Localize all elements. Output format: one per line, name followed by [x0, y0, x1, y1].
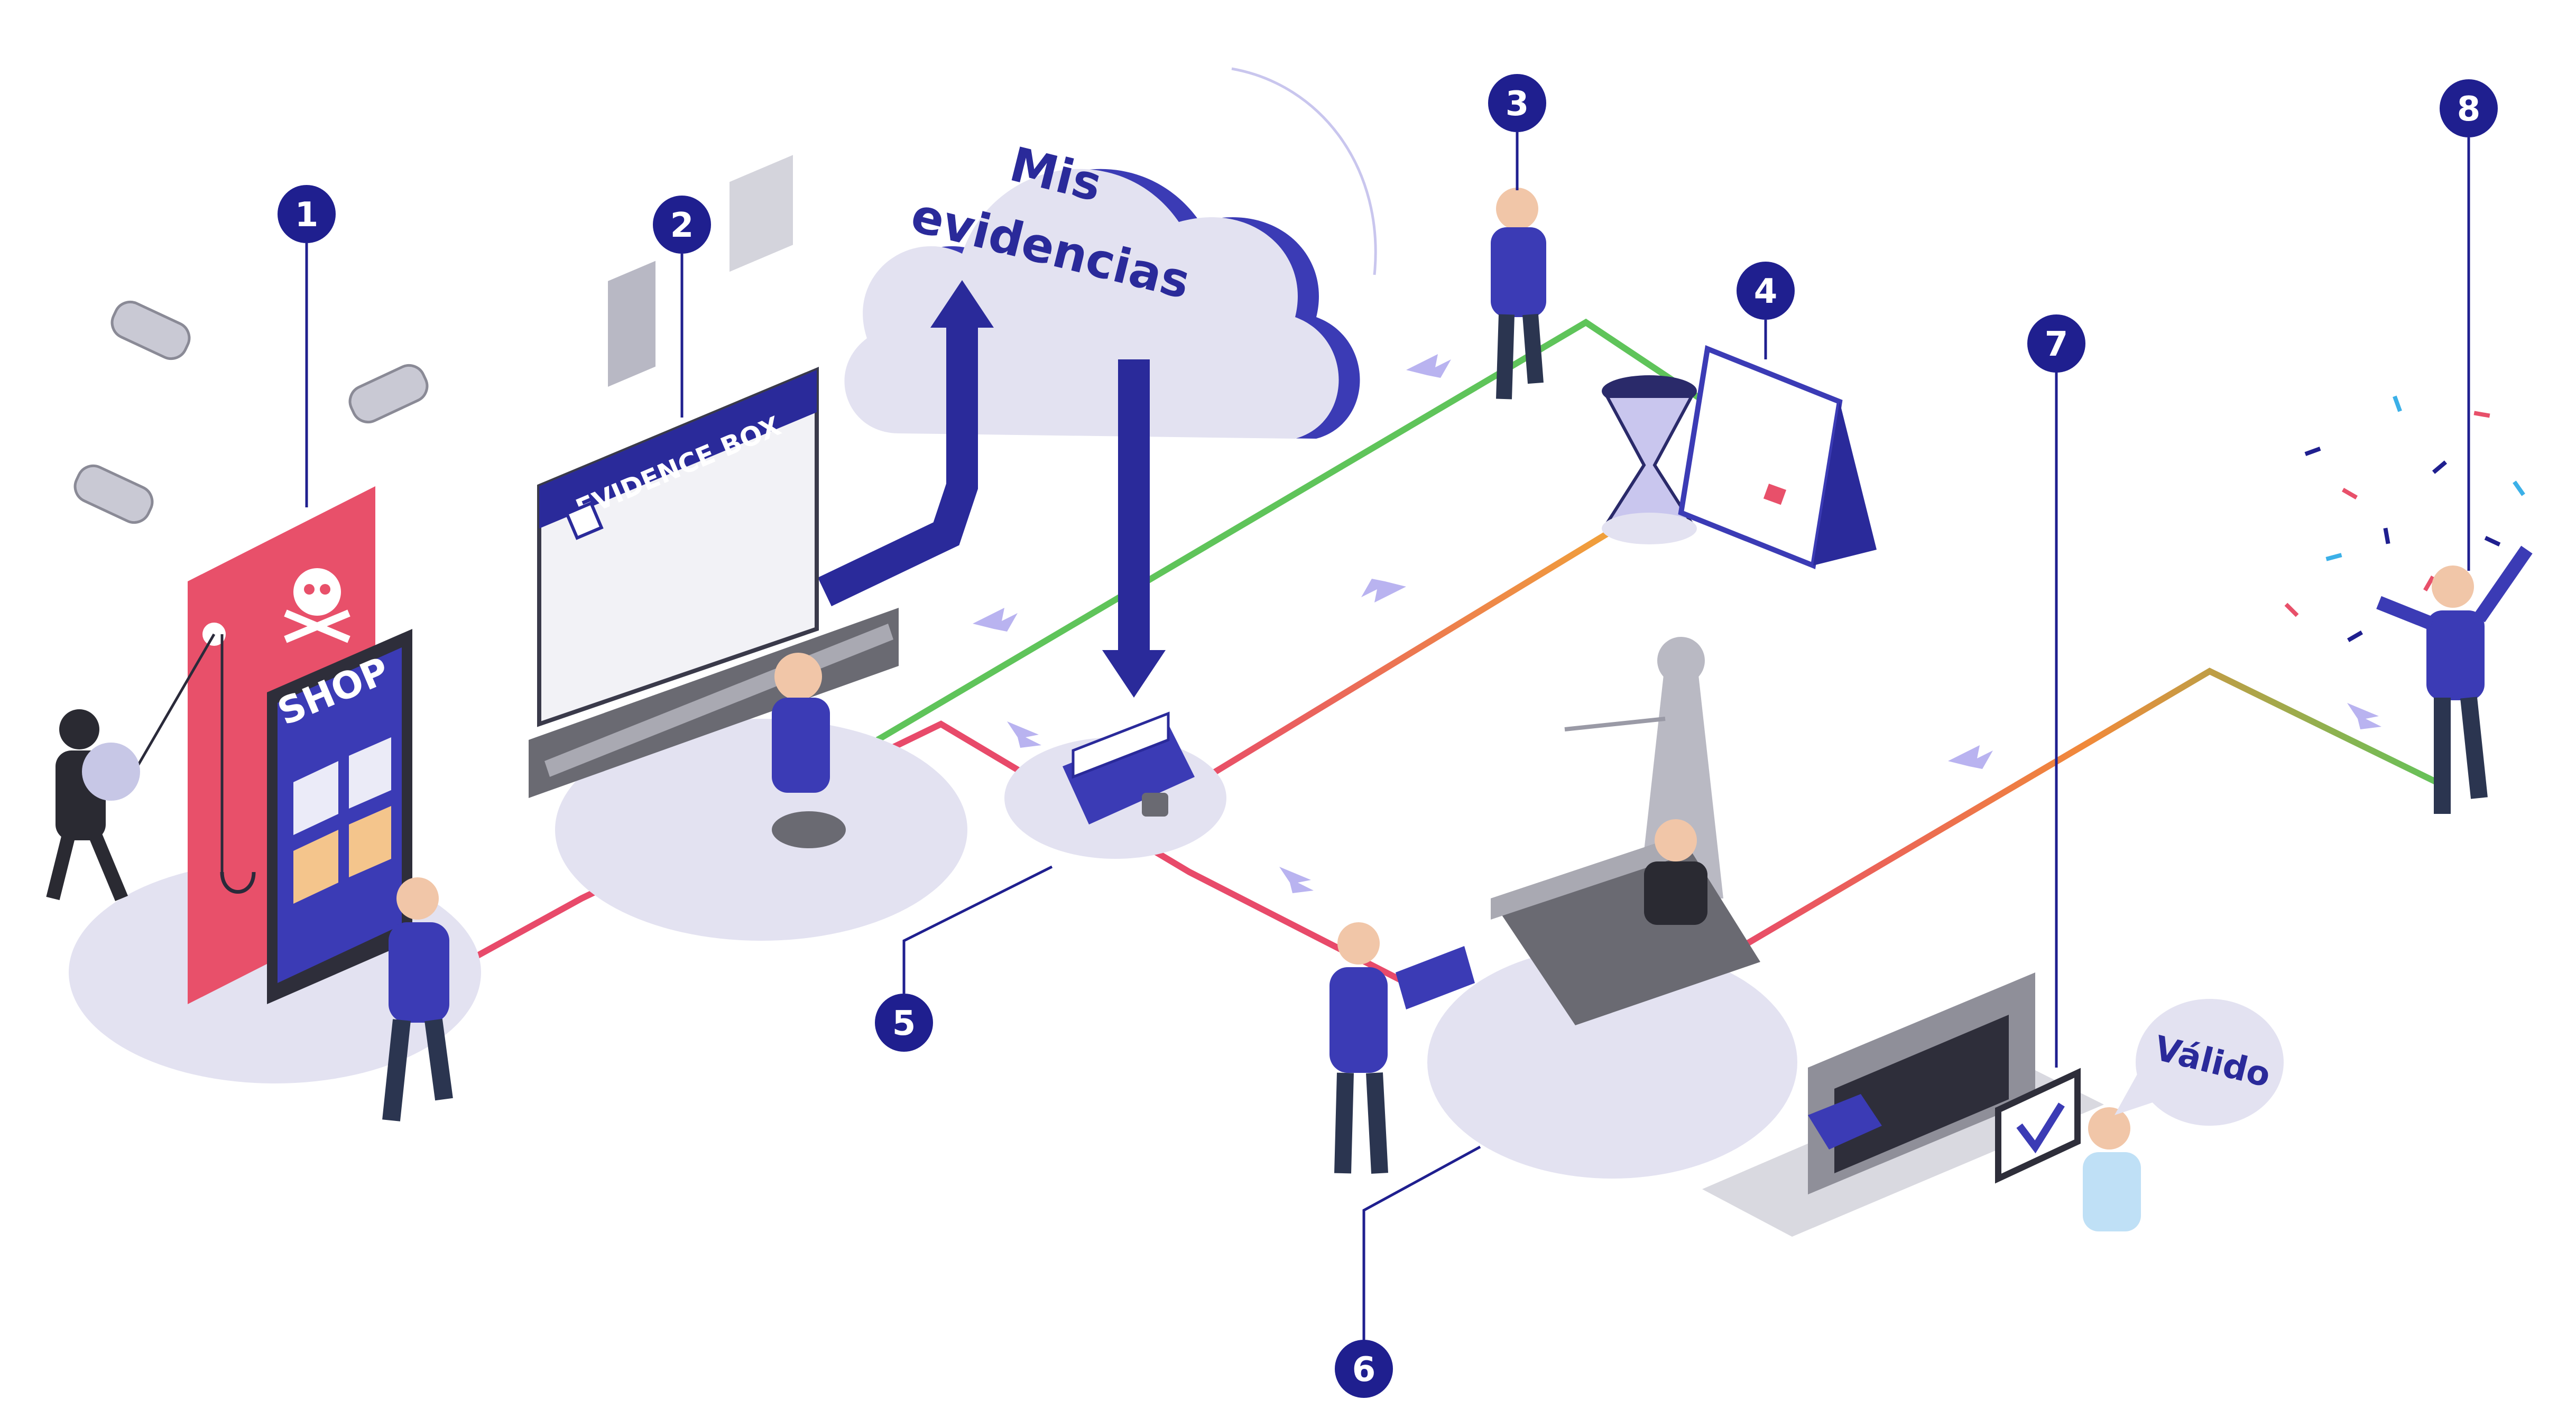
step-number-4: 4 [1754, 272, 1778, 311]
worried-person [1491, 188, 1546, 400]
camera-icon [110, 300, 191, 360]
scanner-station [1702, 972, 2141, 1237]
camera-icon [348, 364, 429, 424]
step-marker-4: 4 [1737, 262, 1795, 320]
check-monitor [1995, 1068, 2081, 1184]
step-marker-8: 8 [2440, 79, 2498, 137]
valid-bubble: Válido [2115, 999, 2284, 1126]
step-markers: 1 2 3 4 5 6 7 8 [278, 74, 2498, 1398]
step-marker-7: 7 [2027, 314, 2085, 373]
evidence-box-station: EVIDENCE BOX [529, 155, 899, 848]
lock-icon [1142, 793, 1168, 817]
calendar [1678, 345, 1877, 569]
step-marker-5: 5 [875, 994, 933, 1052]
police-operator [774, 653, 822, 700]
step-number-2: 2 [670, 206, 694, 245]
operator [2088, 1107, 2130, 1150]
step-marker-6: 6 [1335, 1340, 1393, 1398]
confetti [2284, 395, 2525, 642]
shop-scene: SHOP [136, 486, 412, 1004]
step-marker-3: 3 [1488, 74, 1546, 132]
camera-still-left [608, 261, 655, 387]
celebrating-person [2376, 545, 2533, 814]
step-marker-2: 2 [653, 196, 711, 254]
lockbox [1063, 711, 1195, 824]
step-number-3: 3 [1506, 85, 1529, 124]
skull-icon [293, 568, 341, 616]
platform-court [1427, 946, 1797, 1179]
thief [46, 709, 140, 901]
step-number-7: 7 [2045, 325, 2069, 364]
hourglass [1602, 375, 1697, 544]
shopper [382, 877, 453, 1121]
camera-still-right [730, 155, 793, 272]
upload-pipe [818, 280, 994, 607]
step-number-6: 6 [1352, 1350, 1376, 1389]
step-number-5: 5 [892, 1004, 916, 1043]
courier [1329, 922, 1475, 1174]
step-marker-1: 1 [278, 185, 336, 243]
loot-bag [82, 743, 140, 801]
cloud: Mis evidencias [844, 67, 1377, 439]
platform-evidence-box [555, 719, 967, 941]
leader-lines [305, 132, 2470, 1342]
step-number-1: 1 [295, 196, 319, 235]
judge [1655, 819, 1697, 861]
court-scene [1491, 637, 1760, 1025]
camera-icon [73, 464, 154, 524]
security-cameras [73, 300, 429, 524]
flow-arrows [973, 354, 2381, 893]
download-pipe [1102, 359, 1166, 698]
step-number-8: 8 [2457, 90, 2481, 129]
